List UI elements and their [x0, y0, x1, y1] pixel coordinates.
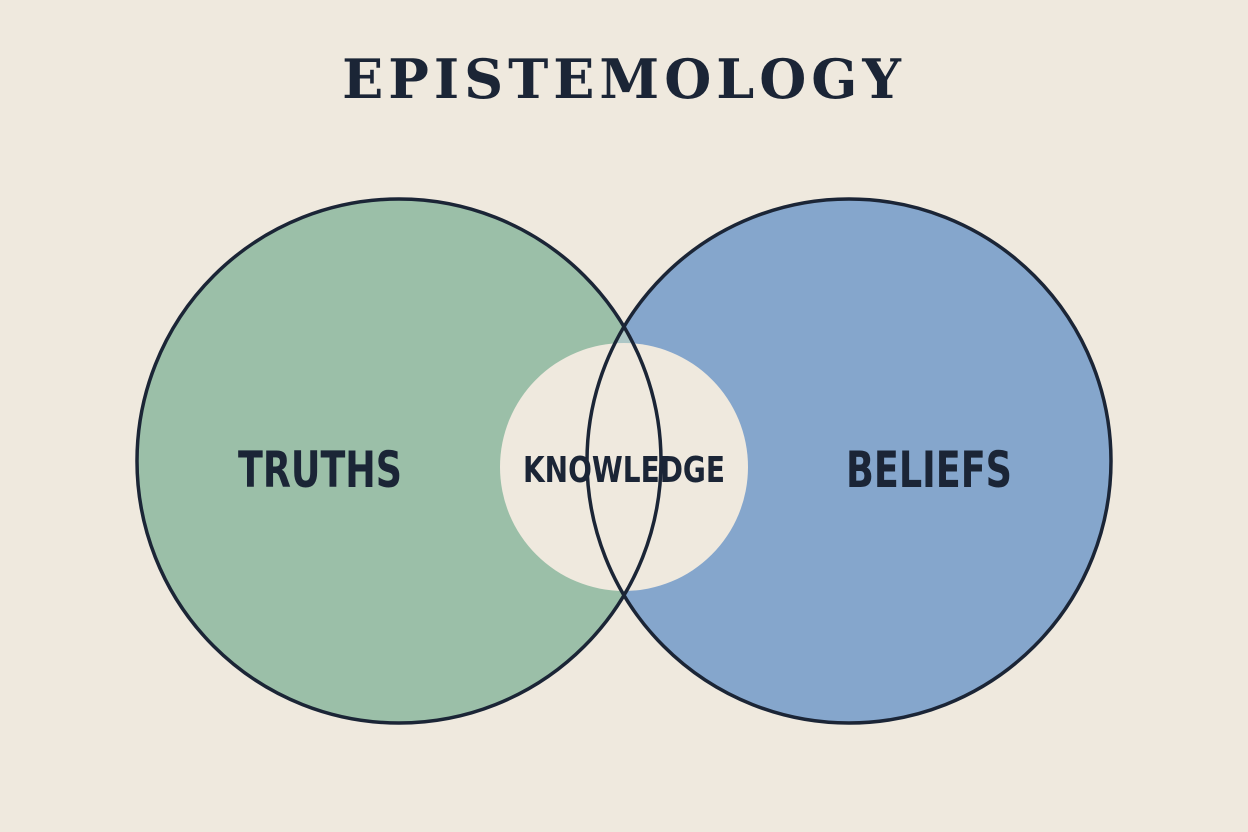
beliefs-outline	[585, 197, 1113, 725]
diagram-title: EPISTEMOLOGY	[342, 47, 906, 111]
truths-label: TRUTHS	[238, 441, 402, 499]
truths-circle	[137, 199, 661, 723]
beliefs-circle	[587, 199, 1111, 723]
beliefs-label: BELIEFS	[846, 441, 1012, 499]
knowledge-label: KNOWLEDGE	[523, 450, 725, 491]
knowledge-circle	[500, 343, 748, 591]
truths-outline	[135, 197, 663, 725]
